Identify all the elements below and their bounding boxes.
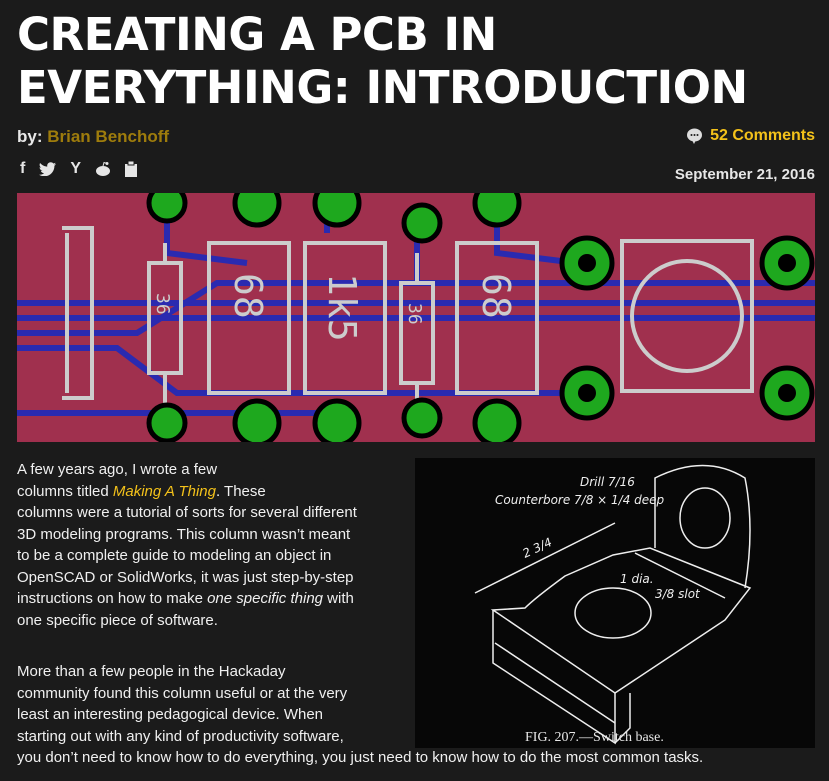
pcb-label: 68 (226, 273, 270, 319)
text: instructions on how to make (17, 590, 208, 607)
text: with (323, 590, 354, 607)
by-label: by: (17, 127, 43, 146)
figure-caption: FIG. 207.—Switch base. (525, 730, 664, 745)
pcb-label: 36 (404, 303, 425, 325)
text-line: you don’t need to know how to do everyth… (17, 749, 704, 766)
clipboard-icon[interactable] (125, 161, 137, 177)
text-line: More than a few people in the Hackaday (17, 663, 286, 680)
byline: by: Brian Benchoff (17, 127, 169, 147)
article-title: CREATING A PCB IN EVERYTHING: INTRODUCTI… (17, 8, 748, 114)
drill-label: Drill 7/16 (580, 475, 635, 489)
pcb-hero-image: 36 68 1k5 36 68 (17, 193, 815, 442)
comments-link[interactable]: 52 Comments (686, 127, 815, 145)
text-line: A few years ago, I wrote a few (17, 461, 218, 478)
text-line: instructions on how to make one specific… (17, 588, 357, 610)
text-line: community found this column useful or at… (17, 684, 348, 702)
emphasis: one specific thing (207, 590, 323, 607)
dia-label: 1 dia. (620, 572, 654, 586)
comments-count: 52 Comments (710, 127, 815, 144)
share-bar: f Y (20, 160, 137, 178)
counterbore-label: Counterbore 7/8 × 1/4 deep (495, 493, 665, 507)
twitter-icon[interactable] (39, 162, 57, 176)
text-line: OpenSCAD or SolidWorks, it was just step… (17, 568, 354, 586)
pcb-label: 36 (152, 293, 173, 315)
hacker-news-icon[interactable]: Y (70, 160, 81, 177)
text-line: least an interesting pedagogical device.… (17, 706, 324, 723)
slot-label: 3/8 slot (655, 587, 701, 601)
paragraph-2: More than a few people in the Hackaday c… (17, 661, 703, 769)
width-label: 2 3/4 (520, 535, 554, 561)
facebook-icon[interactable]: f (20, 160, 26, 177)
text: columns titled (17, 482, 113, 500)
text-line: starting out with any kind of productivi… (17, 727, 344, 745)
switch-base-drawing: Drill 7/16 Counterbore 7/8 × 1/4 deep 1 … (415, 458, 815, 748)
pcb-label: 68 (474, 273, 518, 319)
text-line: to be a complete guide to modeling an ob… (17, 547, 332, 564)
reddit-icon[interactable] (95, 161, 111, 177)
pcb-label: 1k5 (320, 273, 364, 342)
technical-drawing: Drill 7/16 Counterbore 7/8 × 1/4 deep 1 … (474, 464, 752, 745)
text: . These (215, 482, 266, 500)
comment-bubble-icon (687, 128, 703, 144)
publish-date: September 21, 2016 (674, 166, 815, 183)
paragraph-1: A few years ago, I wrote a few columns t… (17, 459, 357, 631)
text-line: columns were a tutorial of sorts for sev… (17, 504, 357, 521)
making-a-thing-link[interactable]: Making A Thing (112, 482, 216, 500)
author-link[interactable]: Brian Benchoff (47, 127, 170, 146)
text-line: one specific piece of software. (17, 611, 218, 629)
text-line: 3D modeling programs. This column wasn’t… (17, 525, 351, 543)
text-line: columns titled Making A Thing. These (17, 481, 357, 503)
